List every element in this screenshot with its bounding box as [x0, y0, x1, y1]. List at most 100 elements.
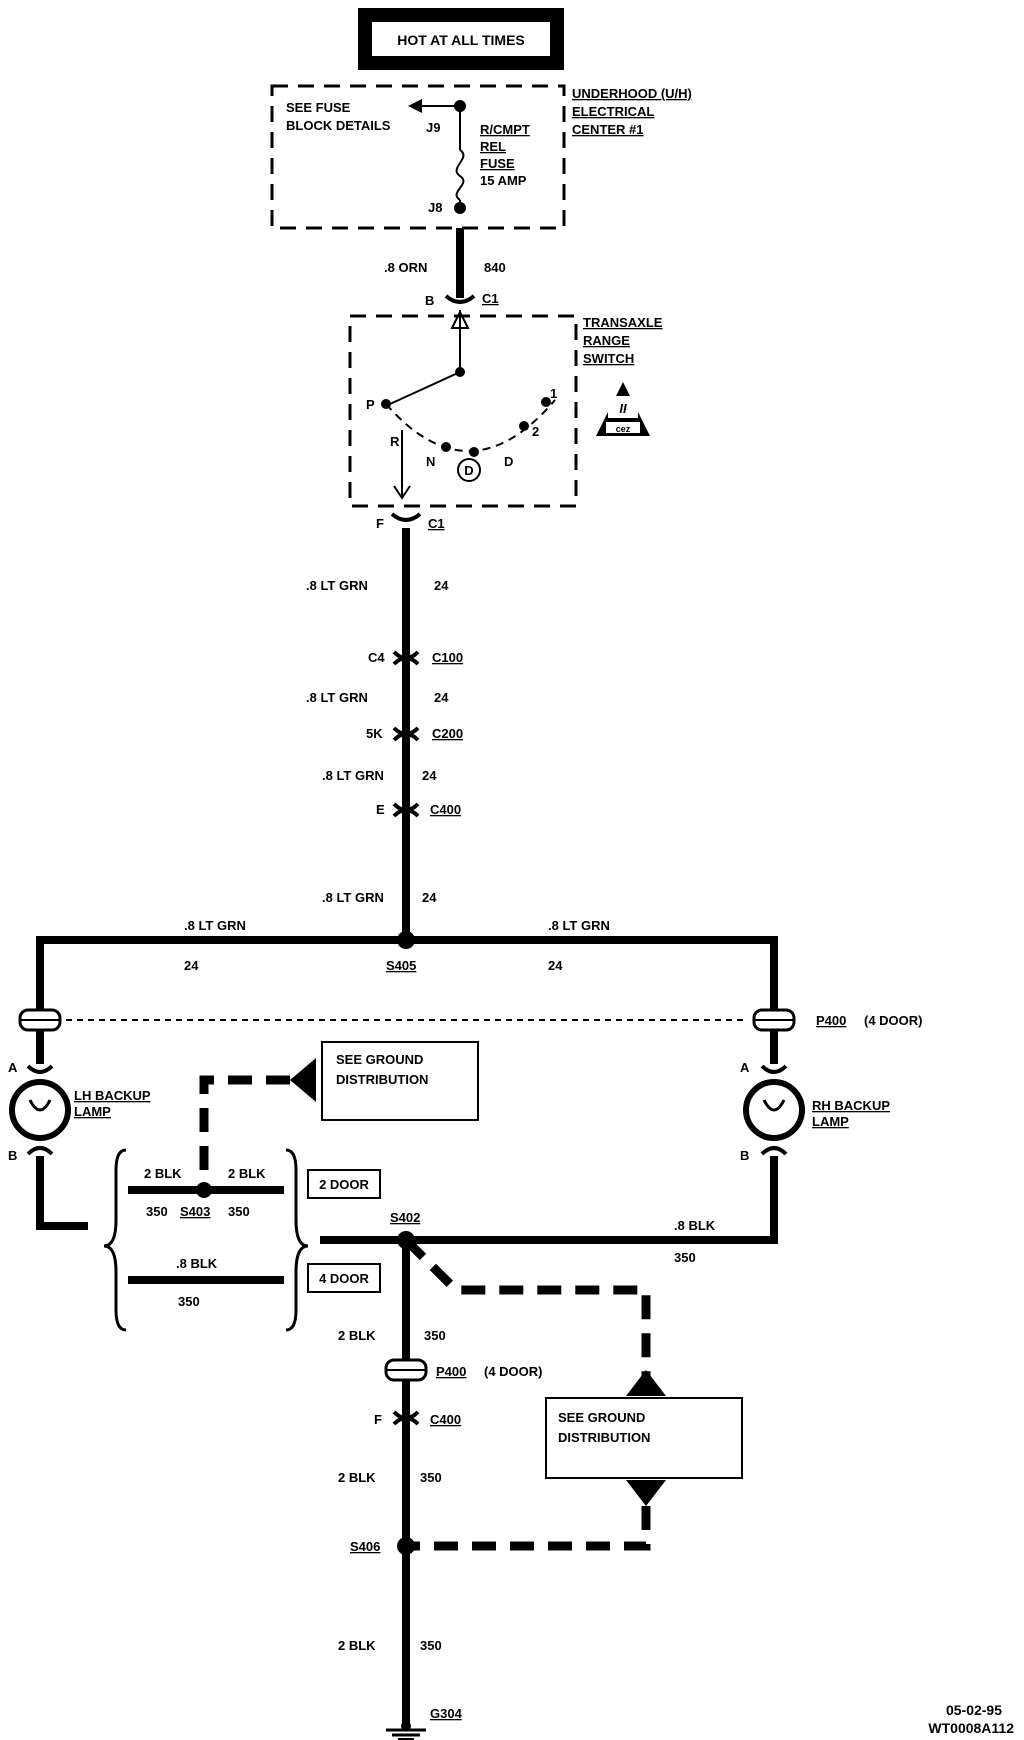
lower-w1-gauge: 2 BLK	[338, 1328, 376, 1343]
center-line2: ELECTRICAL	[572, 104, 654, 119]
switch-border	[348, 314, 578, 508]
ground-note-2-arrow-up	[626, 1370, 666, 1396]
switch-bottom-pin: F	[376, 516, 384, 531]
switch-badge: II cez	[596, 382, 650, 436]
fuse-node-bottom	[454, 202, 466, 214]
ground-note-1: SEE GROUND DISTRIBUTION	[290, 1041, 479, 1121]
wire-orn-gauge: .8 ORN	[384, 260, 427, 275]
c100-pin: C4	[368, 650, 385, 665]
splice-s405	[397, 931, 415, 949]
s405-right-gauge: .8 LT GRN	[548, 918, 610, 933]
lh-backup-lamp: A B LH BACKUP LAMP	[8, 1060, 151, 1163]
fuse-pin-bottom: J8	[428, 200, 442, 215]
rh-lamp-pin-a: A	[740, 1060, 750, 1075]
lower-c400-label: C400	[430, 1412, 461, 1427]
footer-code: WT0008A112	[928, 1720, 1014, 1736]
s405-left-gauge: .8 LT GRN	[184, 918, 246, 933]
switch-contact-2	[519, 421, 529, 431]
s403-left-gauge: 2 BLK	[144, 1166, 182, 1181]
ground-dash-s403	[199, 1075, 290, 1170]
ground-note-1-line1: SEE GROUND	[336, 1052, 423, 1067]
ground-note-2-box	[545, 1397, 743, 1479]
fuse-block-border	[270, 84, 566, 230]
c100-label: C100	[432, 650, 463, 665]
c400-connector	[392, 802, 420, 818]
lower-w3-gauge: 2 BLK	[338, 1638, 376, 1653]
door-2-label: 2 DOOR	[319, 1177, 369, 1192]
switch-contact-od	[469, 447, 479, 457]
switch-top-pin: B	[425, 293, 434, 308]
fuse-pin-top: J9	[426, 120, 440, 135]
rh-lamp-filament	[762, 1099, 786, 1112]
switch-name-1: TRANSAXLE	[583, 315, 663, 330]
bracket-right	[285, 1148, 309, 1332]
switch-pos-d: D	[504, 454, 513, 469]
badge-sub-bg	[606, 422, 640, 433]
rh-backup-lamp: A B RH BACKUP LAMP	[740, 1060, 890, 1163]
switch-pos-2: 2	[532, 424, 539, 439]
s402-name: S402	[390, 1210, 420, 1225]
ground-note-2-arrow-down	[626, 1480, 666, 1506]
c400-pin: E	[376, 802, 385, 817]
switch-bottom-connector	[390, 512, 422, 522]
switch-contact-n	[441, 442, 451, 452]
switch-blade	[389, 371, 461, 405]
fuse-name-2: REL	[480, 139, 506, 154]
wire-lh-lamp-ground	[36, 1156, 88, 1230]
p400-note-top: (4 DOOR)	[864, 1013, 923, 1028]
switch-contact-arc	[385, 399, 556, 452]
c200-connector	[392, 726, 420, 742]
ground-note-2-line2: DISTRIBUTION	[558, 1430, 650, 1445]
lh-lamp-connector-a	[26, 1064, 54, 1074]
switch-top-connector	[444, 294, 476, 304]
lh-lamp-pin-a: A	[8, 1060, 18, 1075]
switch-pos-r: R	[390, 434, 400, 449]
see-fuse-line2: BLOCK DETAILS	[286, 118, 391, 133]
center-line3: CENTER #1	[572, 122, 644, 137]
switch-pos-n: N	[426, 454, 435, 469]
hot-label: HOT AT ALL TIMES	[397, 32, 525, 48]
splice-s403	[196, 1182, 212, 1198]
rh-lamp-connector-b	[760, 1146, 788, 1156]
fuse-element	[455, 149, 465, 201]
switch-pos-1: 1	[550, 386, 557, 401]
s402-right-circuit: 350	[674, 1250, 696, 1265]
lower-w2-gauge: 2 BLK	[338, 1470, 376, 1485]
badge-sub: cez	[616, 424, 631, 434]
s403-right-gauge: 2 BLK	[228, 1166, 266, 1181]
ground-note-2-line1: SEE GROUND	[558, 1410, 645, 1425]
s405-right-circuit: 24	[548, 958, 563, 973]
fuse-rating: 15 AMP	[480, 173, 527, 188]
lower-c400-connector	[392, 1410, 420, 1426]
c100-connector	[392, 650, 420, 666]
c400-label: C400	[430, 802, 461, 817]
lh-lamp-filament	[28, 1099, 52, 1112]
run-w1-gauge: .8 LT GRN	[306, 578, 368, 593]
lower-p400-label: P400	[436, 1364, 466, 1379]
p400-label-top: P400	[816, 1013, 846, 1028]
run-w4-circuit: 24	[422, 890, 437, 905]
ground-note-1-box	[321, 1041, 479, 1121]
g304-label: G304	[430, 1706, 463, 1721]
switch-od-circle	[457, 458, 481, 482]
run-w3-circuit: 24	[422, 768, 437, 783]
wire-orn-circuit: 840	[484, 260, 506, 275]
s402-right-gauge: .8 BLK	[674, 1218, 716, 1233]
center-line1: UNDERHOOD (U/H)	[572, 86, 692, 101]
run-w4-gauge: .8 LT GRN	[322, 890, 384, 905]
fuse-name-3: FUSE	[480, 156, 515, 171]
see-fuse-arrowhead	[408, 99, 422, 113]
s403-bracket-group: 2 BLK 2 BLK 350 S403 350 .8 BLK 350	[103, 1148, 309, 1332]
s403-right-circuit: 350	[228, 1204, 250, 1219]
s403-name: S403	[180, 1204, 210, 1219]
four-door-circuit: 350	[178, 1294, 200, 1309]
run-w3-gauge: .8 LT GRN	[322, 768, 384, 783]
switch-pos-od: D	[464, 463, 473, 478]
see-fuse-line1: SEE FUSE	[286, 100, 351, 115]
fuse-block: SEE FUSE BLOCK DETAILS J9 J8 R/CMPT REL …	[270, 84, 692, 230]
lower-c400-pin: F	[374, 1412, 382, 1427]
s406-name: S406	[350, 1539, 380, 1554]
splice-s406	[397, 1537, 415, 1555]
footer-date: 05-02-95	[946, 1702, 1002, 1718]
